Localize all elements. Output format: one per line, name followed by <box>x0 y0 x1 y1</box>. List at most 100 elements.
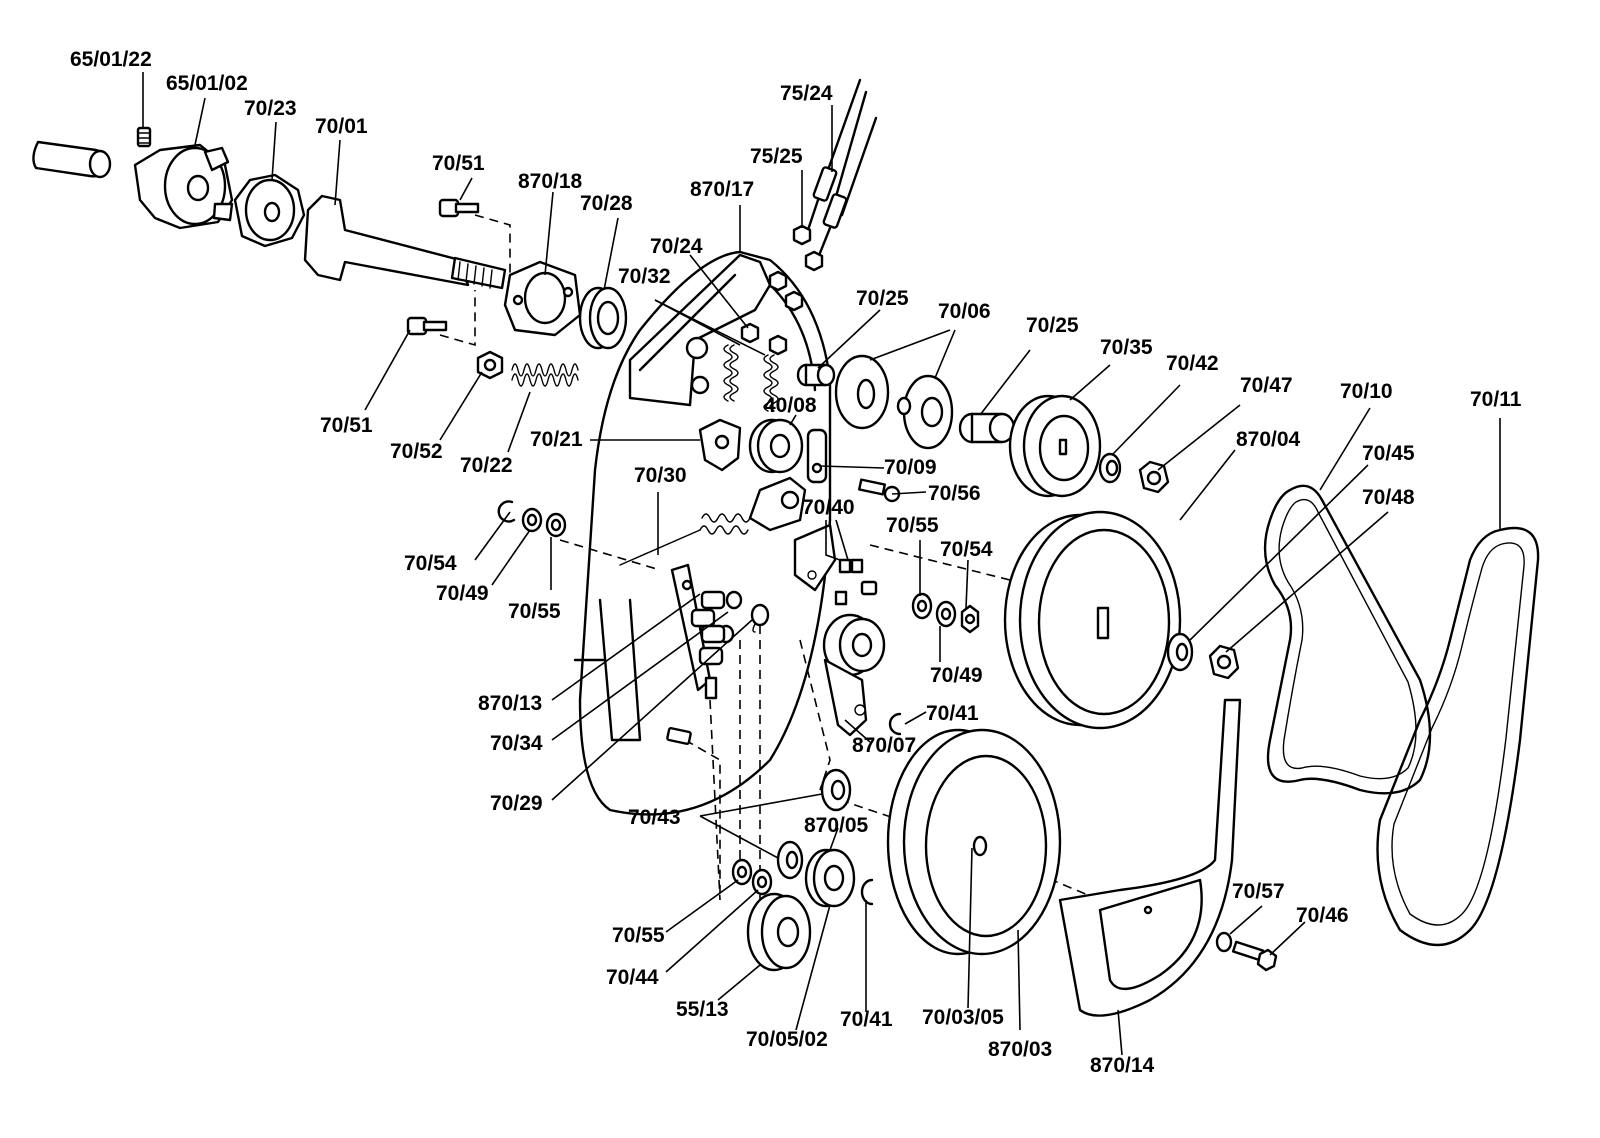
label-870-13: 870/13 <box>478 692 542 715</box>
label-70-55-left: 70/55 <box>508 600 561 623</box>
clip-70-41-bottom <box>860 878 874 906</box>
coupling-65-01-02 <box>133 143 234 230</box>
screw-lower-mid <box>704 676 718 700</box>
label-70-45: 70/45 <box>1362 442 1415 465</box>
pulley-40-08 <box>748 418 804 474</box>
label-870-17: 870/17 <box>690 178 754 201</box>
bearing-flange-870-18 <box>503 260 582 337</box>
drive-shaft-70-01 <box>303 194 507 290</box>
plate-70-09 <box>806 428 828 484</box>
label-70-35: 70/35 <box>1100 336 1153 359</box>
rubber-coupler-70-23 <box>233 173 306 248</box>
nut-70-54-right <box>960 604 980 634</box>
washer-70-55-left <box>545 512 567 538</box>
label-70-32: 70/32 <box>618 265 671 288</box>
label-870-05: 870/05 <box>804 814 869 837</box>
cable-75-24 <box>806 78 878 260</box>
shaft-tube <box>32 140 112 179</box>
bearing-70-28 <box>578 286 628 350</box>
label-70-11: 70/11 <box>1470 388 1522 411</box>
washer-70-49-right <box>935 600 957 628</box>
idler-arm-upper <box>748 476 807 532</box>
idler-870-07 <box>822 613 886 737</box>
lever-70-21 <box>698 418 742 472</box>
label-70-55-bottom: 70/55 <box>612 924 665 947</box>
label-70-41-top: 70/41 <box>926 702 979 725</box>
label-70-46: 70/46 <box>1296 904 1349 927</box>
label-870-07: 870/07 <box>852 734 916 757</box>
label-70-28: 70/28 <box>580 192 633 215</box>
bolt-70-51-top <box>438 198 480 218</box>
label-70-49-left: 70/49 <box>436 582 489 605</box>
spring-70-29 <box>750 603 770 633</box>
label-70-54-right: 70/54 <box>940 538 993 561</box>
disc-70-06-b <box>896 374 954 450</box>
label-40-08: 40/08 <box>764 394 817 417</box>
label-70-55-right: 70/55 <box>886 514 939 537</box>
part-labels: 65/01/22 65/01/02 70/23 70/01 70/51 870/… <box>70 48 1522 1077</box>
label-70-40: 70/40 <box>802 496 855 519</box>
label-70-57: 70/57 <box>1232 880 1285 903</box>
label-70-44: 70/44 <box>606 966 659 989</box>
bracket-70-40 <box>793 523 837 592</box>
label-70-23: 70/23 <box>244 97 297 120</box>
label-65-01-22: 65/01/22 <box>70 48 152 71</box>
screw-70-56 <box>858 478 901 503</box>
label-70-54-left: 70/54 <box>404 552 457 575</box>
label-70-01: 70/01 <box>315 115 368 138</box>
label-70-21: 70/21 <box>530 428 583 451</box>
spring-70-24 <box>723 344 739 402</box>
label-70-47: 70/47 <box>1240 374 1293 397</box>
label-70-41-bottom: 70/41 <box>840 1008 893 1031</box>
label-870-14: 870/14 <box>1090 1054 1155 1077</box>
label-870-03: 870/03 <box>988 1038 1052 1061</box>
nut-70-52 <box>476 350 504 380</box>
label-70-10: 70/10 <box>1340 380 1393 403</box>
nut-70-47 <box>1138 460 1170 494</box>
pulley-70-35 <box>1008 394 1102 498</box>
label-65-01-02: 65/01/02 <box>166 72 248 95</box>
nut-70-48 <box>1208 644 1240 680</box>
label-70-22: 70/22 <box>460 454 513 477</box>
washer-70-43-bottom <box>776 840 804 880</box>
label-75-25: 75/25 <box>750 145 803 168</box>
label-75-24: 75/24 <box>780 82 833 105</box>
label-70-24: 70/24 <box>650 235 703 258</box>
belt-70-11 <box>1376 526 1540 947</box>
spring-70-32 <box>763 354 779 412</box>
label-70-05-02: 70/05/02 <box>746 1028 828 1051</box>
bolt-70-46 <box>1231 940 1278 972</box>
clip-70-54-left <box>497 500 516 523</box>
washer-70-42 <box>1098 452 1122 484</box>
label-70-09: 70/09 <box>884 456 937 479</box>
leader-lines <box>142 72 1501 1056</box>
pulley-870-04 <box>1003 510 1182 730</box>
bushing-70-25-left <box>796 363 836 387</box>
label-870-18: 870/18 <box>518 170 583 193</box>
washer-70-43-top <box>820 768 852 812</box>
label-70-51-bottom: 70/51 <box>320 414 373 437</box>
bushing-70-25-right <box>958 412 1016 444</box>
washer-70-55-bottom <box>731 858 753 886</box>
disc-70-06-a <box>834 354 890 430</box>
washer-70-45 <box>1166 632 1194 672</box>
set-screw-65-01-22 <box>136 126 152 148</box>
washer-70-57 <box>1215 931 1233 953</box>
label-70-29: 70/29 <box>490 792 543 815</box>
washer-70-55-right <box>911 592 933 620</box>
belt-cover-870-14 <box>1058 698 1242 1017</box>
fitting-75-25 <box>740 224 824 356</box>
label-70-25-a: 70/25 <box>856 287 909 310</box>
label-70-43: 70/43 <box>628 806 681 829</box>
gear-55-13 <box>746 892 812 972</box>
label-70-42: 70/42 <box>1166 352 1219 375</box>
spring-70-30 <box>619 513 751 566</box>
bolt-70-51-bottom <box>406 316 448 336</box>
belt-70-10 <box>1263 484 1432 795</box>
bolts-70-40 <box>834 558 878 606</box>
label-70-25-b: 70/25 <box>1026 314 1079 337</box>
clip-70-41-top <box>888 712 902 736</box>
label-70-30: 70/30 <box>634 464 687 487</box>
pulley-870-03 <box>886 728 1062 956</box>
